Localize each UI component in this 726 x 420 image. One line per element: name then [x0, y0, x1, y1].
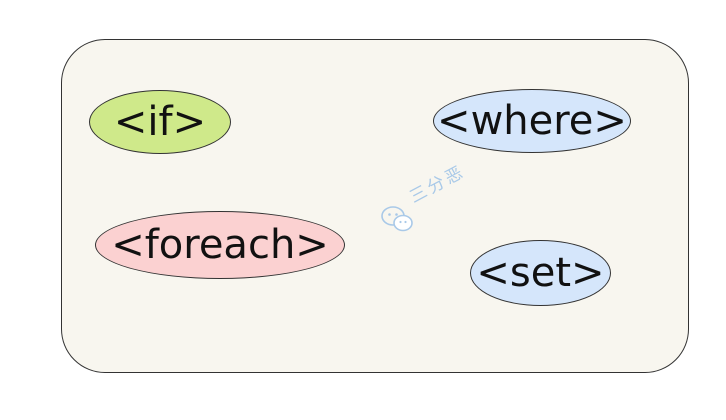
tag-where: <where>: [433, 89, 631, 153]
tag-where-label: <where>: [437, 98, 627, 144]
tag-foreach: <foreach>: [95, 211, 345, 279]
watermark: 三分恶: [380, 162, 510, 242]
wechat-icon: [381, 206, 413, 232]
tag-if: <if>: [89, 90, 231, 154]
tag-set: <set>: [470, 240, 611, 306]
tag-foreach-label: <foreach>: [111, 222, 329, 268]
tag-if-label: <if>: [113, 99, 207, 145]
tag-set-label: <set>: [476, 250, 605, 296]
